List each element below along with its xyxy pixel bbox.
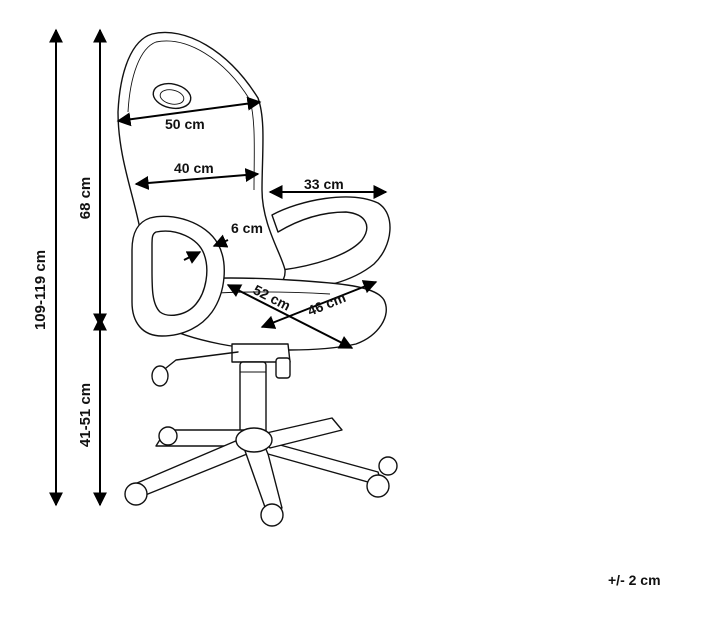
backrest-top-width-line [116,96,262,127]
armrest-thickness-label: 6 cm [231,220,263,236]
armrest-depth-label: 33 cm [304,176,344,192]
tolerance-note: +/- 2 cm [608,572,661,588]
total-height-label: 109-119 cm [32,250,49,330]
armrest-thickness-arrow-right [212,234,229,248]
backrest-inner-edge [127,40,255,191]
backrest-mid-width-label: 40 cm [174,160,214,176]
gas-cylinder [239,361,267,435]
chair-illustration [117,31,398,527]
backrest-mid-width-line [134,168,260,190]
armrest-thickness-arrow-left [183,251,202,264]
backrest-height-label: 68 cm [77,177,94,220]
rear-armrest [271,196,391,291]
casters [124,426,398,527]
backrest-top-width-label: 50 cm [165,116,205,132]
seat-height-label: 41-51 cm [77,383,94,447]
height-lever [165,351,239,369]
seat-depth-line [260,280,378,329]
